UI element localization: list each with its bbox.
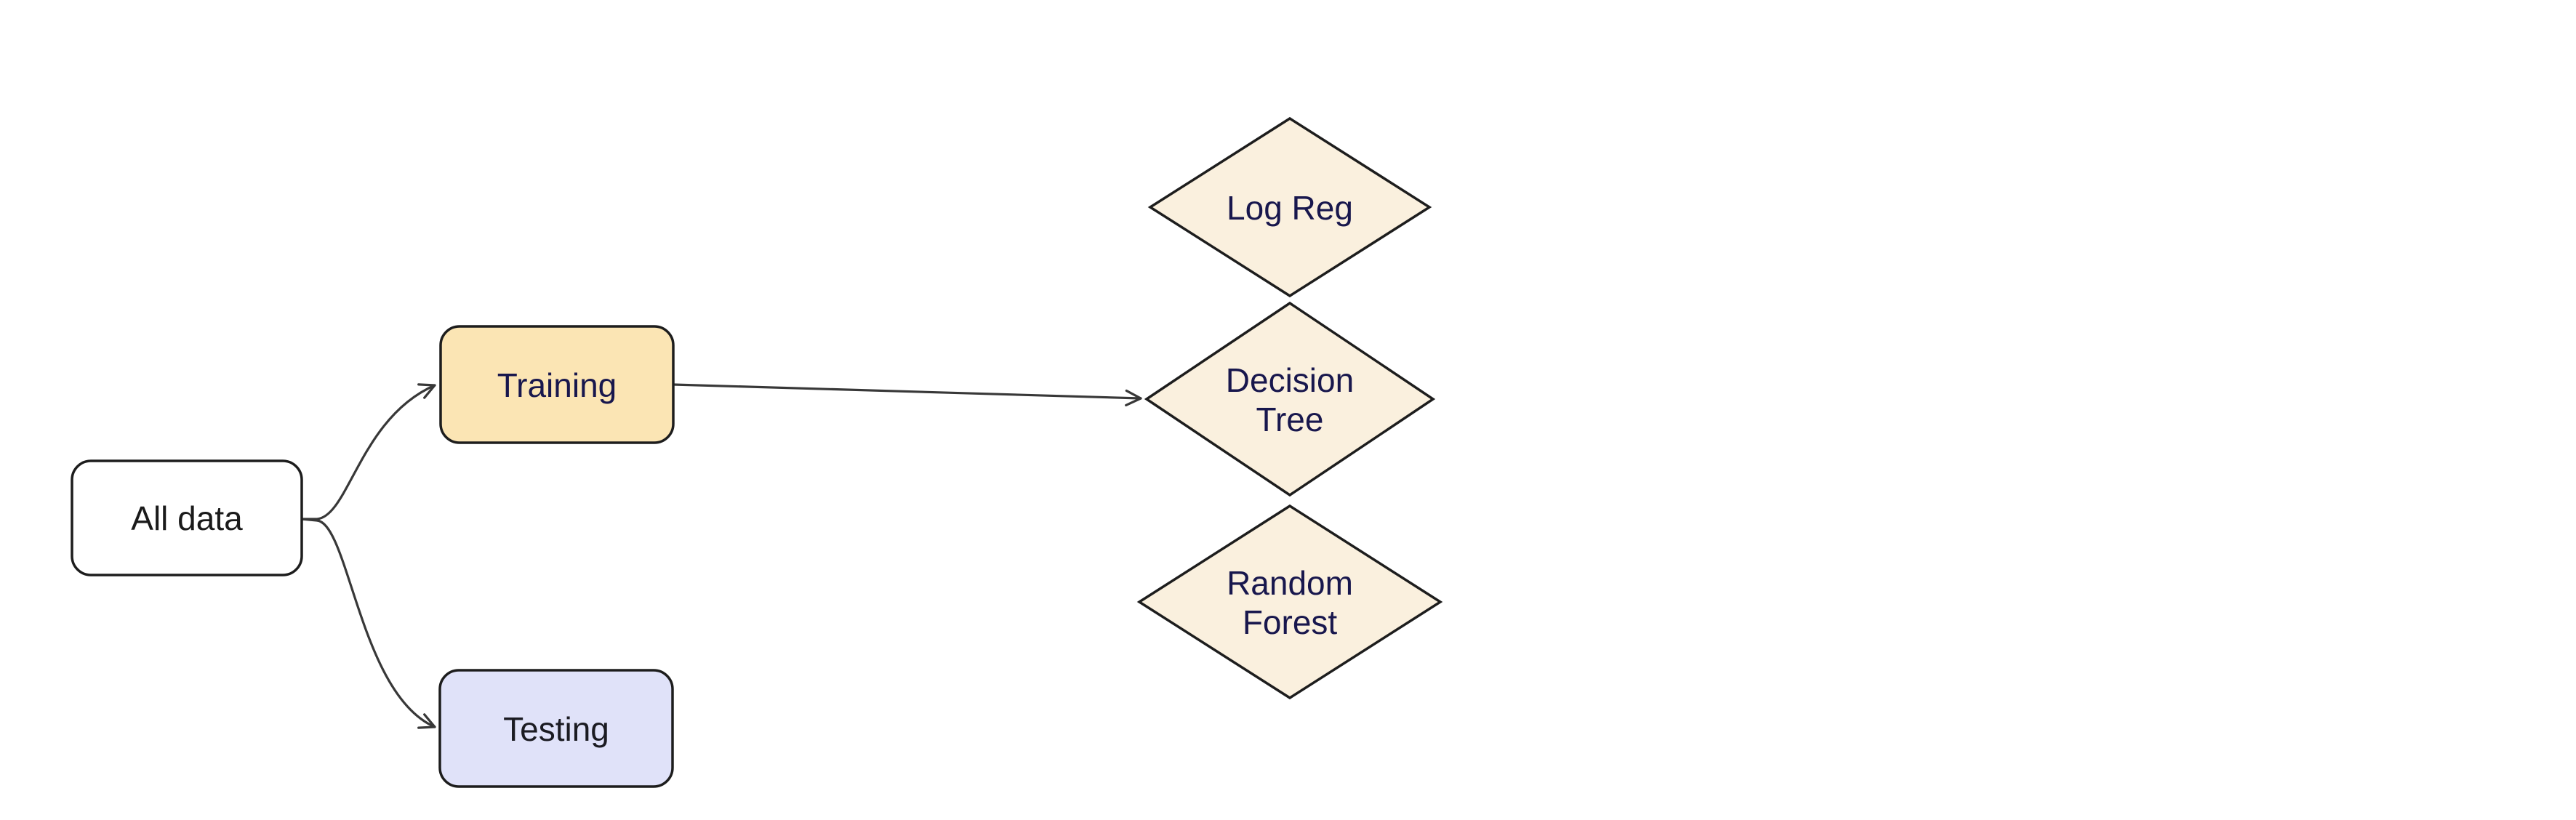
node-testing: Testing (438, 669, 674, 788)
node-decision-tree: Decision Tree (1144, 301, 1436, 497)
edges-layer (300, 383, 1142, 729)
node-training-shape (439, 325, 675, 444)
node-random-forest-label-line1: Random (1227, 564, 1353, 602)
node-random-forest: Random Forest (1136, 504, 1443, 700)
node-decision-tree-label-line1: Decision (1226, 361, 1354, 399)
node-random-forest-label-line2: Forest (1243, 603, 1338, 641)
node-random-forest-shape (1136, 504, 1443, 700)
node-all-data-shape (71, 459, 303, 576)
node-testing-shape (438, 669, 674, 788)
edge-training-to-decision-tree (672, 383, 1142, 407)
node-log-reg: Log Reg (1147, 116, 1432, 298)
edge-all-data-to-training (300, 383, 436, 520)
node-training: Training (439, 325, 675, 444)
node-decision-tree-label-line2: Tree (1256, 401, 1324, 438)
node-log-reg-shape (1147, 116, 1432, 298)
node-training-label: Training (497, 366, 617, 404)
node-all-data-label: All data (131, 499, 243, 537)
node-decision-tree-shape (1144, 301, 1436, 497)
edge-all-data-to-testing (300, 518, 436, 729)
node-log-reg-label: Log Reg (1227, 189, 1353, 227)
node-all-data: All data (71, 459, 303, 576)
node-testing-label: Testing (503, 710, 609, 748)
